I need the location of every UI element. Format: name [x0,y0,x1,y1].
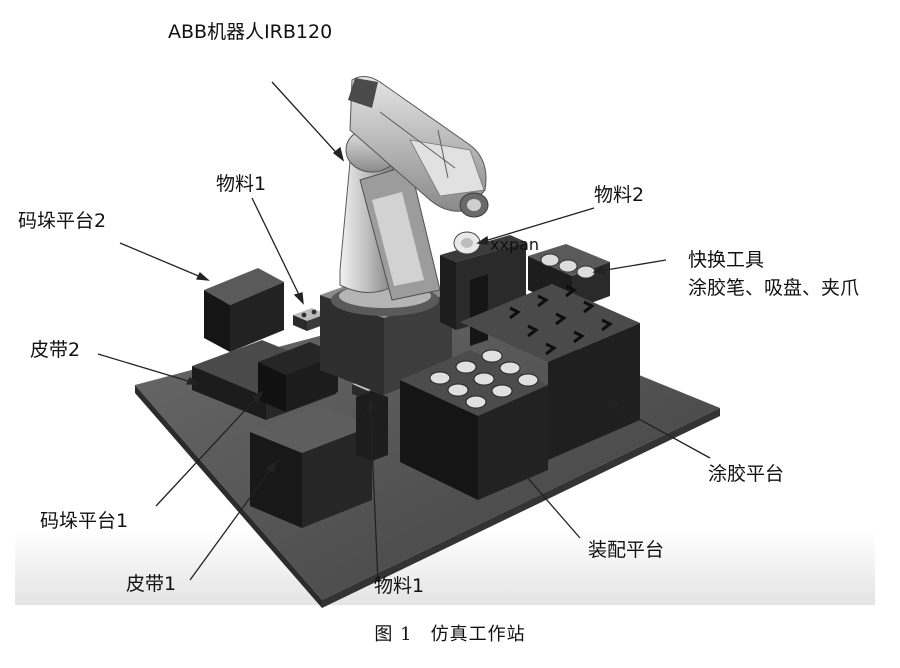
leader-belt2-arrow [185,377,200,385]
figure-caption: 图 1 仿真工作站 [0,620,900,646]
leader-material1-top-arrow [293,292,304,305]
leader-belt1-arrow [265,460,278,474]
leader-assembly-arrow [498,444,512,458]
workstation-illustration [15,76,875,608]
leader-material1-top [251,197,304,304]
leader-quick-change [593,259,667,273]
label-quick-change-title: 快换工具 [688,249,765,271]
label-quick-change-items: 涂胶笔、吸盘、夹爪 [688,277,860,299]
robot-arm [339,76,489,301]
leader-robot-arrow [332,146,345,162]
leader-palletizing1-arrow [251,390,264,404]
palletizing-platform-1 [250,405,372,528]
quick-change-tool-rack [528,244,610,310]
leader-material1-bottom-arrow [366,398,375,411]
leader-robot [271,81,344,161]
leader-gluing [607,401,711,459]
figure-caption-title: 仿真工作站 [430,624,526,645]
label-quick-change: 快换工具 涂胶笔、吸盘、夹爪 [688,246,859,302]
leader-belt1 [189,461,277,581]
label-material1-bottom: 物料1 [374,575,425,597]
gluing-platform [460,284,640,460]
label-gluing-platform: 涂胶平台 [708,463,785,485]
figure-caption-number: 图 1 [374,624,413,645]
leader-belt2 [97,353,199,385]
label-xxpan: xxpan [490,235,540,254]
leader-assembly [499,445,581,539]
leader-quick-change-arrow [592,264,605,274]
leader-palletizing1 [155,391,263,507]
palletizing-platform-2 [204,268,284,352]
leader-palletizing2-arrow [195,271,210,281]
label-palletizing1: 码垛平台1 [40,510,129,532]
label-belt2: 皮带2 [30,339,81,361]
leader-gluing-arrow [606,401,621,411]
label-belt1: 皮带1 [126,573,177,595]
leader-material2 [477,207,595,244]
label-robot: ABB机器人IRB120 [168,21,333,43]
label-material2: 物料2 [594,184,645,206]
leader-lines [97,81,711,583]
leader-material2-arrow [476,235,489,245]
label-material1-top: 物料1 [216,173,267,195]
belt-2 [192,340,338,420]
label-palletizing2: 码垛平台2 [18,210,107,232]
leader-material1-bottom [369,399,379,583]
leader-palletizing2 [119,242,209,281]
label-assembly-platform: 装配平台 [588,539,665,561]
assembly-platform [400,349,548,500]
